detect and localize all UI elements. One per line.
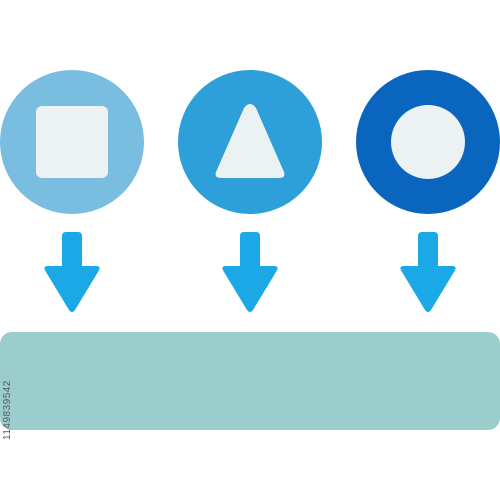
- square-circle: [0, 70, 144, 214]
- arrow-down-icon: [398, 232, 458, 314]
- triangle-icon: [178, 70, 322, 214]
- square-icon: [0, 70, 144, 214]
- ring-icon: [356, 70, 500, 214]
- triangle-shape: [215, 104, 285, 178]
- ring-circle: [356, 70, 500, 214]
- triangle-circle: [178, 70, 322, 214]
- watermark-id: 1149839542: [2, 380, 13, 440]
- inner-circle-shape: [391, 105, 465, 179]
- arrow-down-icon: [42, 232, 102, 314]
- arrow-down-icon: [220, 232, 280, 314]
- square-shape: [36, 106, 108, 178]
- target-bar: [0, 332, 500, 430]
